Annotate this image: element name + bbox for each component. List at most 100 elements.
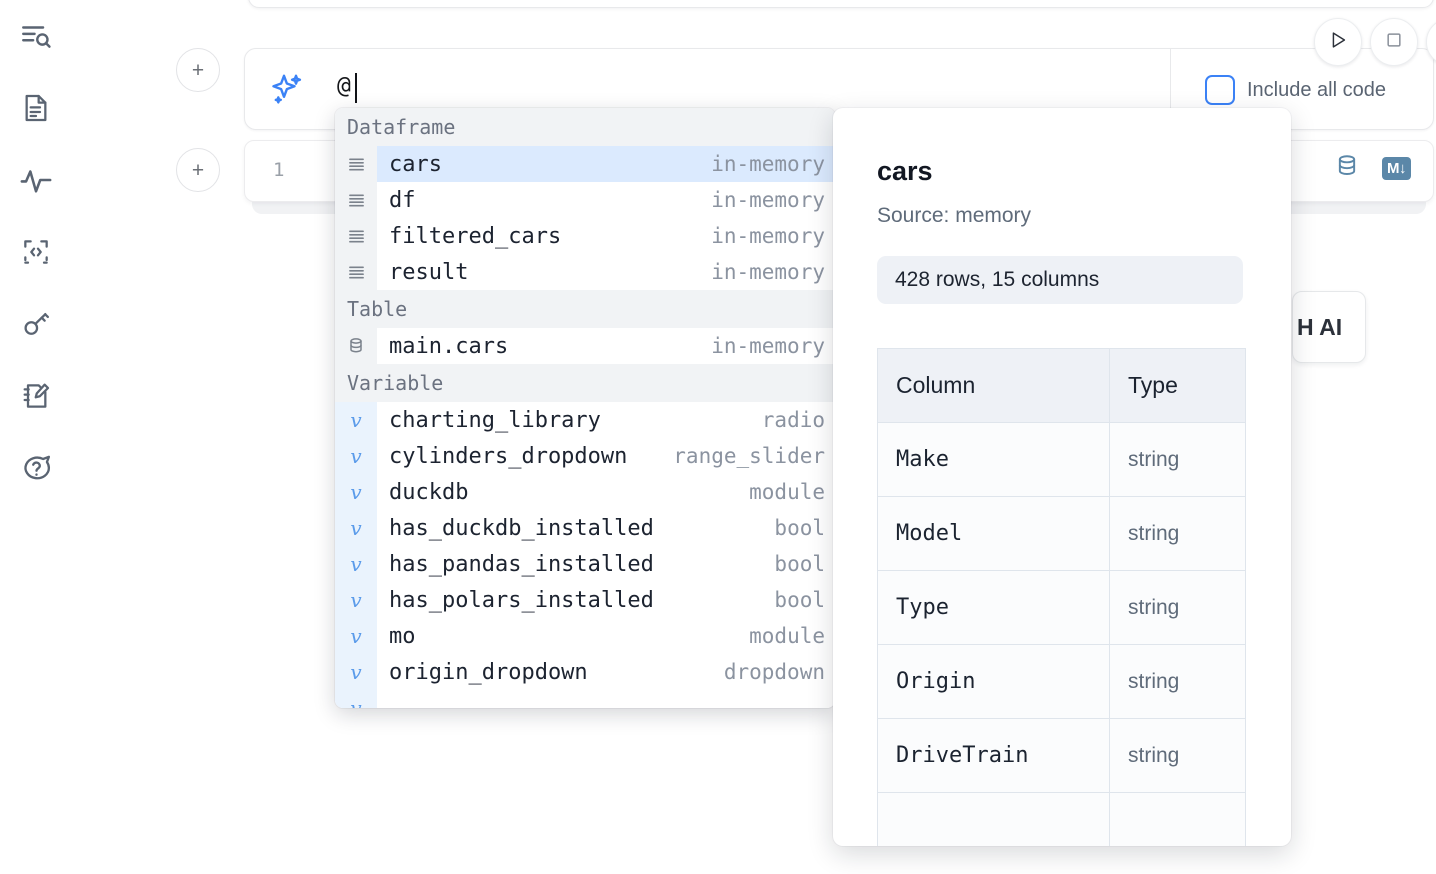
column-name: Type (877, 570, 1110, 645)
autocomplete-item-name: duckdb (389, 479, 469, 505)
autocomplete-dropdown[interactable]: Dataframe cars in-memory df in-memory (335, 108, 835, 708)
database-icon[interactable] (1334, 153, 1360, 184)
autocomplete-item-meta: bool (774, 516, 825, 540)
autocomplete-item-meta: range_slider (673, 444, 825, 468)
stop-button[interactable] (1370, 18, 1418, 66)
run-button[interactable] (1314, 18, 1362, 66)
sidebar-item-help[interactable] (14, 446, 58, 490)
autocomplete-item-has-polars-installed[interactable]: v has_polars_installed bool (335, 582, 835, 618)
table-header-row: Column Type (877, 348, 1246, 423)
variable-icon: v (335, 582, 377, 618)
ai-action-chip[interactable]: H AI (1292, 291, 1366, 363)
autocomplete-item-meta: in-memory (711, 260, 825, 284)
autocomplete-item-meta: in-memory (711, 188, 825, 212)
sidebar-item-scratchpad[interactable] (14, 374, 58, 418)
dataframe-icon (335, 218, 377, 254)
ai-sparkles-icon (269, 71, 305, 107)
autocomplete-item-cars[interactable]: cars in-memory (335, 146, 835, 182)
prompt-divider (1170, 49, 1171, 131)
autocomplete-item-charting-library[interactable]: v charting_library radio (335, 402, 835, 438)
variable-icon: v (335, 438, 377, 474)
dataframe-icon (335, 182, 377, 218)
table-row: Type string (877, 570, 1246, 645)
autocomplete-item-name: has_duckdb_installed (389, 515, 654, 541)
autocomplete-section-header: Variable (335, 364, 835, 402)
notebook-edit-icon (20, 380, 52, 412)
doc-shape-badge: 428 rows, 15 columns (877, 256, 1243, 304)
variable-icon: v (335, 510, 377, 546)
add-cell-button-top[interactable]: + (176, 48, 220, 92)
play-icon (1327, 29, 1349, 56)
autocomplete-item-meta: in-memory (711, 334, 825, 358)
autocomplete-section-header: Table (335, 290, 835, 328)
documentation-panel: cars Source: memory 428 rows, 15 columns… (833, 108, 1291, 846)
autocomplete-item-meta: module (749, 624, 825, 648)
autocomplete-item-meta: module (749, 480, 825, 504)
markdown-badge[interactable]: M↓ (1382, 157, 1411, 180)
variable-icon: v (335, 618, 377, 654)
autocomplete-item-clipped[interactable]: v (335, 690, 835, 708)
column-type: string (1109, 570, 1246, 645)
column-name: Origin (877, 644, 1110, 719)
add-cell-button-bottom[interactable]: + (176, 148, 220, 192)
dataframe-icon (335, 146, 377, 182)
autocomplete-item-cylinders-dropdown[interactable]: v cylinders_dropdown range_slider (335, 438, 835, 474)
sidebar-item-activity[interactable] (14, 158, 58, 202)
autocomplete-item-meta: bool (774, 588, 825, 612)
variable-icon: v (335, 402, 377, 438)
autocomplete-item-name: has_pandas_installed (389, 551, 654, 577)
column-type: string (1109, 718, 1246, 793)
autocomplete-item-origin-dropdown[interactable]: v origin_dropdown dropdown (335, 654, 835, 690)
previous-cell-card (248, 0, 1434, 8)
ai-prompt-input[interactable]: @ (337, 73, 352, 99)
table-row: DriveTrain string (877, 718, 1246, 793)
column-name: Model (877, 496, 1110, 571)
table-icon (335, 328, 377, 364)
autocomplete-item-duckdb[interactable]: v duckdb module (335, 474, 835, 510)
include-all-code-checkbox[interactable] (1205, 75, 1235, 105)
table-row: Make string (877, 422, 1246, 497)
table-row-clipped (877, 792, 1246, 846)
autocomplete-item-name: result (389, 259, 469, 285)
autocomplete-item-name: charting_library (389, 407, 601, 433)
autocomplete-item-main-cars[interactable]: main.cars in-memory (335, 328, 835, 364)
line-number: 1 (273, 159, 285, 181)
autocomplete-item-meta: in-memory (711, 224, 825, 248)
column-name: Make (877, 422, 1110, 497)
autocomplete-item-name: cars (389, 151, 442, 177)
stop-icon (1384, 30, 1404, 55)
key-icon (20, 308, 52, 340)
autocomplete-item-name: df (389, 187, 416, 213)
type-header: Type (1109, 348, 1246, 423)
autocomplete-item-meta: radio (761, 408, 825, 432)
text-caret (355, 73, 357, 103)
sidebar-item-secrets[interactable] (14, 302, 58, 346)
column-type: string (1109, 496, 1246, 571)
doc-title: cars (877, 156, 933, 186)
autocomplete-item-has-duckdb-installed[interactable]: v has_duckdb_installed bool (335, 510, 835, 546)
autocomplete-item-filtered-cars[interactable]: filtered_cars in-memory (335, 218, 835, 254)
autocomplete-item-mo[interactable]: v mo module (335, 618, 835, 654)
sidebar-item-snippets[interactable] (14, 230, 58, 274)
sidebar-item-documents[interactable] (14, 86, 58, 130)
autocomplete-item-meta: bool (774, 552, 825, 576)
sidebar-item-explorer[interactable] (14, 14, 58, 58)
variable-icon: v (335, 474, 377, 510)
autocomplete-item-df[interactable]: df in-memory (335, 182, 835, 218)
doc-schema-table: Column Type Make string Model string Typ… (877, 348, 1246, 846)
autocomplete-item-meta: dropdown (723, 660, 825, 684)
column-header: Column (877, 348, 1110, 423)
autocomplete-item-result[interactable]: result in-memory (335, 254, 835, 290)
activity-icon (19, 163, 53, 197)
document-icon (20, 92, 52, 124)
autocomplete-item-has-pandas-installed[interactable]: v has_pandas_installed bool (335, 546, 835, 582)
include-all-code-label: Include all code (1247, 78, 1386, 101)
autocomplete-item-meta: in-memory (711, 152, 825, 176)
column-type: string (1109, 422, 1246, 497)
table-row: Model string (877, 496, 1246, 571)
include-all-code-group[interactable]: Include all code (1205, 75, 1386, 105)
autocomplete-item-name: origin_dropdown (389, 659, 588, 685)
autocomplete-item-name: has_polars_installed (389, 587, 654, 613)
autocomplete-item-name: main.cars (389, 333, 509, 359)
